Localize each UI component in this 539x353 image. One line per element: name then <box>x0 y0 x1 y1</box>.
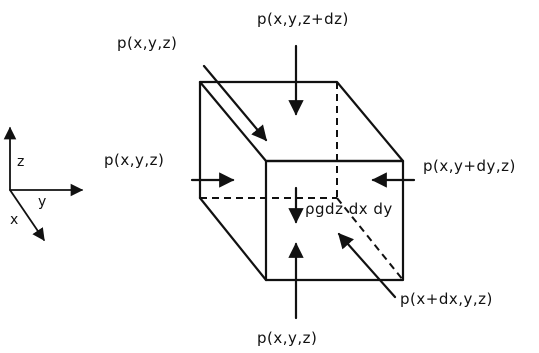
bottom-right-pressure-arrow <box>337 232 397 299</box>
label-right-pressure: p(x,y+dy,z) <box>423 157 516 175</box>
force-arrows <box>190 44 416 320</box>
label-body-force: ρgdz dx dy <box>305 200 393 218</box>
coordinate-axes: z y x <box>3 126 84 242</box>
hidden-edge-depth <box>336 197 404 281</box>
force-labels: p(x,y,z+dz) p(x,y,z) p(x,y,z) p(x,y+dy,z… <box>104 10 516 347</box>
z-axis-label: z <box>17 154 24 170</box>
y-axis-label: y <box>38 194 46 210</box>
label-bottom-right-pressure: p(x+dx,y,z) <box>400 290 493 308</box>
top-face-outline <box>198 80 405 163</box>
label-bottom-pressure: p(x,y,z) <box>257 329 317 347</box>
x-axis-label: x <box>10 212 18 228</box>
label-upper-left-pressure: p(x,y,z) <box>117 34 177 52</box>
upper-left-pressure-arrow <box>202 64 268 142</box>
label-top-pressure: p(x,y,z+dz) <box>257 10 349 28</box>
cube <box>198 80 405 282</box>
x-axis <box>9 189 45 242</box>
front-face <box>264 159 405 282</box>
label-left-pressure: p(x,y,z) <box>104 151 164 169</box>
left-bottom-edge <box>198 196 268 282</box>
